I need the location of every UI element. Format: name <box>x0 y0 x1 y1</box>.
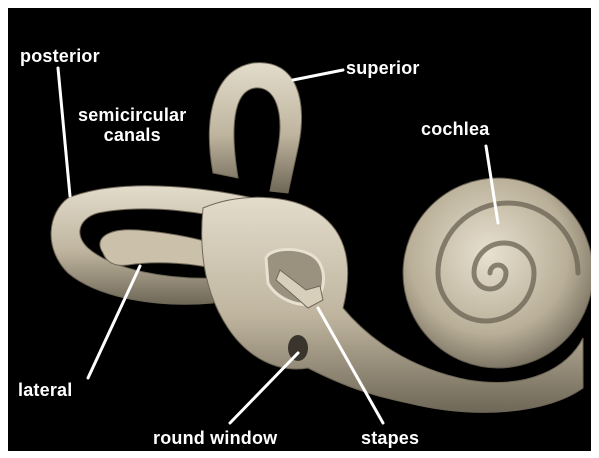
label-stapes: stapes <box>361 428 419 448</box>
round-window-shape <box>288 335 308 361</box>
label-semicircular-line1: semicircular <box>78 105 186 125</box>
superior-leader <box>293 70 343 80</box>
cochlea-outer <box>403 178 591 368</box>
superior-canal <box>209 63 301 193</box>
label-round-window: round window <box>153 428 277 448</box>
inner-ear-illustration <box>8 8 591 451</box>
round-window-leader <box>230 353 298 423</box>
label-semicircular-line2: canals <box>78 125 186 145</box>
label-lateral: lateral <box>18 380 72 400</box>
label-posterior: posterior <box>20 46 100 66</box>
label-superior: superior <box>346 58 420 78</box>
posterior-leader <box>58 68 70 196</box>
inner-ear-figure: posterior semicircular canals superior c… <box>8 8 591 451</box>
label-cochlea: cochlea <box>421 119 489 139</box>
label-semicircular-canals: semicircular canals <box>78 105 186 145</box>
